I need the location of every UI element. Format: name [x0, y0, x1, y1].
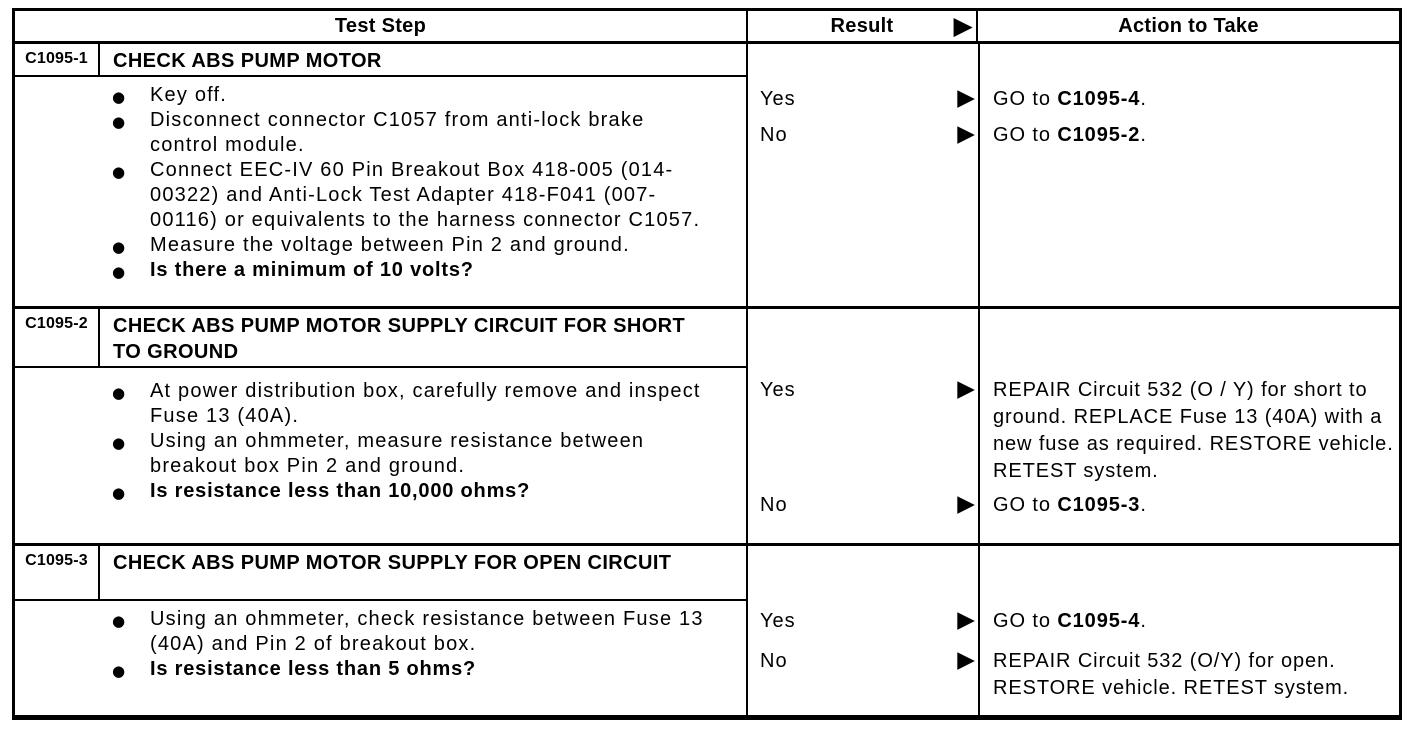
- action-text-part: .: [1140, 88, 1147, 110]
- test-step-row-c1095-2: C1095-2 CHECK ABS PUMP MOTOR SUPPLY CIRC…: [15, 309, 1399, 546]
- action-text-part: REPAIR Circuit 532 (O / Y) for short to …: [993, 379, 1394, 482]
- action-text-part: .: [1140, 610, 1147, 632]
- result-row: No ▶: [748, 648, 980, 702]
- step-title: CHECK ABS PUMP MOTOR SUPPLY CIRCUIT FOR …: [113, 315, 686, 363]
- procedure-question: Is there a minimum of 10 volts?: [15, 258, 746, 285]
- pinpoint-test-table: Test Step Result ▶ Action to Take C1095-…: [12, 8, 1402, 720]
- result-row: No ▶: [748, 122, 980, 149]
- action-text: GO to C1095-4.: [980, 86, 1399, 113]
- result-arrow-icon: ▶: [957, 647, 976, 673]
- header-test-step: Test Step: [15, 11, 748, 41]
- action-text: REPAIR Circuit 532 (O/Y) for open. RESTO…: [980, 648, 1399, 702]
- result-label: Yes: [760, 610, 796, 632]
- result-action-cell: Yes ▶ REPAIR Circuit 532 (O / Y) for sho…: [748, 309, 1399, 543]
- result-arrow-icon: ▶: [957, 607, 976, 633]
- procedure-item: At power distribution box, carefully rem…: [15, 379, 746, 429]
- action-step-ref: C1095-2: [1057, 124, 1141, 146]
- test-step-cell: C1095-3 CHECK ABS PUMP MOTOR SUPPLY FOR …: [15, 546, 748, 715]
- header-test-step-label: Test Step: [334, 14, 427, 37]
- result-label: Yes: [760, 379, 796, 401]
- action-text-part: GO to: [993, 88, 1058, 110]
- action-text-part: GO to: [993, 610, 1058, 632]
- result-action-cell: Yes ▶ GO to C1095-4. No ▶ REPAIR Circuit…: [748, 546, 1399, 715]
- result-label: No: [760, 124, 788, 146]
- step-title-bar: C1095-1 CHECK ABS PUMP MOTOR: [15, 44, 746, 77]
- action-step-ref: C1095-3: [1057, 494, 1141, 516]
- procedure-list: At power distribution box, carefully rem…: [15, 368, 746, 506]
- table-header-row: Test Step Result ▶ Action to Take: [15, 11, 1399, 44]
- procedure-item: Using an ohmmeter, measure resistance be…: [15, 429, 746, 479]
- result-action-pairs: Yes ▶ GO to C1095-4. No ▶ REPAIR Circuit…: [748, 546, 1399, 702]
- procedure-list: Using an ohmmeter, check resistance betw…: [15, 601, 746, 684]
- result-row: No ▶: [748, 492, 980, 519]
- action-text-part: GO to: [993, 124, 1058, 146]
- test-step-row-c1095-3: C1095-3 CHECK ABS PUMP MOTOR SUPPLY FOR …: [15, 546, 1399, 715]
- result-arrow-icon: ▶: [957, 376, 976, 402]
- action-text: REPAIR Circuit 532 (O / Y) for short to …: [980, 377, 1399, 485]
- step-title: CHECK ABS PUMP MOTOR SUPPLY FOR OPEN CIR…: [113, 552, 672, 574]
- procedure-item: Key off.: [15, 83, 746, 110]
- procedure-item: Measure the voltage between Pin 2 and gr…: [15, 233, 746, 260]
- result-label: No: [760, 494, 788, 516]
- result-arrow-icon: ▶: [953, 11, 973, 40]
- procedure-item: Connect EEC-IV 60 Pin Breakout Box 418-0…: [15, 158, 746, 233]
- result-arrow-icon: ▶: [957, 491, 976, 517]
- procedure-list: Key off. Disconnect connector C1057 from…: [15, 77, 746, 285]
- header-result-label: Result: [830, 14, 894, 37]
- action-text: GO to C1095-2.: [980, 122, 1399, 149]
- result-action-cell: Yes ▶ GO to C1095-4. No ▶ GO to C1095-2.: [748, 44, 1399, 306]
- action-text: GO to C1095-3.: [980, 492, 1399, 519]
- test-step-cell: C1095-1 CHECK ABS PUMP MOTOR Key off. Di…: [15, 44, 748, 306]
- result-action-pairs: Yes ▶ REPAIR Circuit 532 (O / Y) for sho…: [748, 309, 1399, 519]
- action-text-part: .: [1140, 494, 1147, 516]
- step-title-bar: C1095-2 CHECK ABS PUMP MOTOR SUPPLY CIRC…: [15, 309, 746, 368]
- result-row: Yes ▶: [748, 608, 980, 635]
- result-action-pairs: Yes ▶ GO to C1095-4. No ▶ GO to C1095-2.: [748, 44, 1399, 149]
- header-action-label: Action to Take: [1118, 14, 1259, 37]
- step-id: C1095-2: [15, 309, 100, 366]
- result-label: Yes: [760, 88, 796, 110]
- procedure-question: Is resistance less than 5 ohms?: [15, 657, 746, 684]
- action-text-part: GO to: [993, 494, 1058, 516]
- action-step-ref: C1095-4: [1057, 610, 1141, 632]
- result-arrow-icon: ▶: [957, 121, 976, 147]
- header-action: Action to Take: [978, 11, 1399, 41]
- result-arrow-icon: ▶: [957, 85, 976, 111]
- step-id: C1095-3: [15, 546, 100, 599]
- header-result: Result ▶: [748, 11, 978, 41]
- test-step-cell: C1095-2 CHECK ABS PUMP MOTOR SUPPLY CIRC…: [15, 309, 748, 543]
- action-text-part: .: [1140, 124, 1147, 146]
- step-title-bar: C1095-3 CHECK ABS PUMP MOTOR SUPPLY FOR …: [15, 546, 746, 601]
- result-label: No: [760, 650, 788, 672]
- action-step-ref: C1095-4: [1057, 88, 1141, 110]
- procedure-item: Disconnect connector C1057 from anti-loc…: [15, 108, 746, 158]
- action-text: GO to C1095-4.: [980, 608, 1399, 635]
- step-id: C1095-1: [15, 44, 100, 75]
- test-step-row-c1095-1: C1095-1 CHECK ABS PUMP MOTOR Key off. Di…: [15, 44, 1399, 309]
- step-title: CHECK ABS PUMP MOTOR: [113, 50, 382, 72]
- procedure-question: Is resistance less than 10,000 ohms?: [15, 479, 746, 506]
- result-row: Yes ▶: [748, 377, 980, 485]
- result-row: Yes ▶: [748, 86, 980, 113]
- action-text-part: REPAIR Circuit 532 (O/Y) for open. RESTO…: [993, 650, 1350, 699]
- procedure-item: Using an ohmmeter, check resistance betw…: [15, 607, 746, 657]
